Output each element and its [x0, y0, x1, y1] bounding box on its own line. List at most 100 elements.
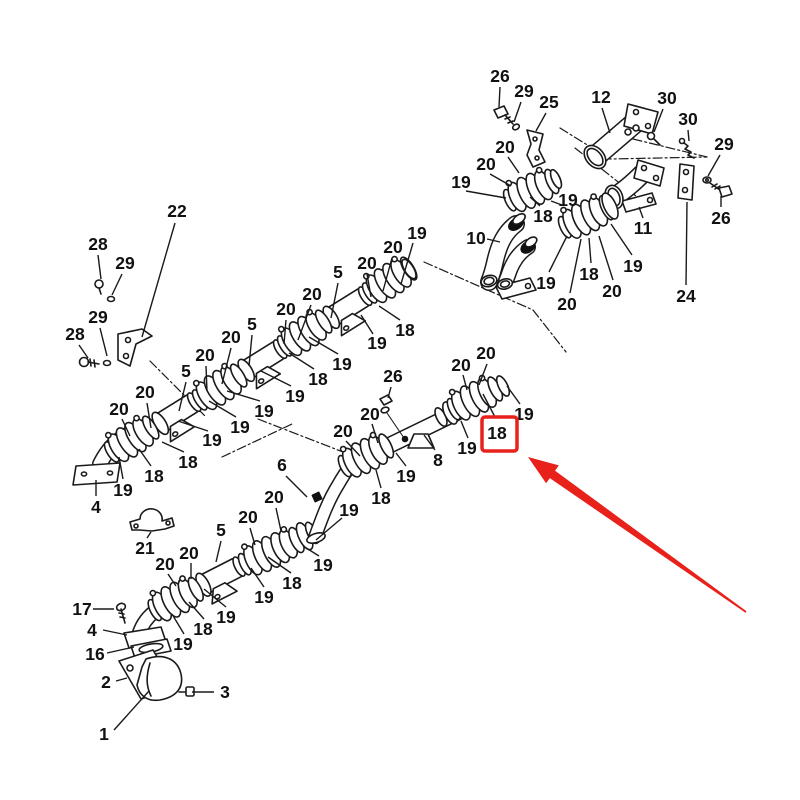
part-number-label: 29 — [115, 253, 135, 273]
leader-line — [302, 545, 320, 557]
part-number-label: 19 — [536, 273, 556, 293]
part-number-label: 20 — [357, 253, 377, 273]
part-number-label: 19 — [313, 555, 333, 575]
leader-line — [267, 556, 292, 574]
part-number-label: 4 — [91, 497, 101, 517]
leader-line — [288, 352, 315, 370]
part-number-label: 20 — [238, 507, 258, 527]
dash-dot-centerlines — [149, 127, 708, 458]
part-number-label: 5 — [181, 361, 191, 381]
leader-line — [115, 677, 128, 682]
leader-line — [102, 629, 128, 636]
part-number-label: 19 — [285, 386, 305, 406]
leader-line — [506, 385, 521, 405]
leader-line — [588, 237, 592, 264]
leader-line — [146, 402, 152, 429]
part-number-label: 18 — [371, 488, 391, 508]
part-number-label: 18 — [395, 320, 415, 340]
part-number-label: 26 — [490, 66, 510, 86]
part-number-label: 20 — [135, 382, 155, 402]
leader-line — [285, 475, 308, 498]
leader-line — [141, 222, 176, 338]
leader-line — [205, 365, 208, 392]
part-number-label: 19 — [254, 401, 274, 421]
leader-lines — [78, 86, 722, 731]
leader-line — [460, 420, 469, 439]
leader-line — [513, 101, 522, 123]
part-number-label: 16 — [85, 644, 105, 664]
part-number-label: 28 — [88, 234, 108, 254]
leader-line — [685, 201, 688, 286]
part-number-label: 19 — [173, 634, 193, 654]
red-annotation-layer — [480, 415, 747, 613]
leader-line — [250, 567, 265, 588]
leader-line — [330, 282, 339, 319]
part-number-label: 5 — [247, 314, 257, 334]
part-number-label: 12 — [591, 87, 611, 107]
part-number-label: 18 — [308, 369, 328, 389]
part-number-label: 19 — [202, 430, 222, 450]
part-number-label: 29 — [514, 81, 534, 101]
leader-line — [178, 381, 187, 412]
part-number-label: 20 — [360, 404, 380, 424]
leader-line — [215, 540, 222, 563]
leader-line — [598, 235, 614, 281]
part-number-label: 4 — [87, 620, 97, 640]
leader-line — [221, 347, 232, 385]
part-number-label: 18 — [533, 206, 553, 226]
part-number-label: 19 — [558, 190, 578, 210]
part-number-label: 19 — [451, 172, 471, 192]
leader-line — [423, 434, 436, 451]
part-number-label: 2 — [101, 672, 111, 692]
leader-line — [315, 517, 343, 541]
part-number-label: 19 — [216, 607, 236, 627]
part-number-label: 20 — [383, 237, 403, 257]
part-number-label: 21 — [135, 538, 155, 558]
leader-line — [297, 304, 312, 341]
part-number-label: 18 — [144, 466, 164, 486]
part-number-label: 20 — [476, 154, 496, 174]
part-number-label: 26 — [711, 208, 731, 228]
part-number-label: 18 — [282, 573, 302, 593]
leader-line — [78, 344, 89, 359]
part-number-label: 19 — [457, 438, 477, 458]
part-number-label: 19 — [230, 417, 250, 437]
leader-line — [465, 190, 507, 199]
leader-line — [226, 390, 261, 402]
leader-line — [249, 527, 256, 546]
leader-line — [203, 588, 227, 608]
part-number-label: 8 — [433, 450, 443, 470]
leader-line — [535, 112, 547, 132]
manifold-assembly-lower — [115, 513, 324, 702]
leader-line — [360, 314, 374, 335]
leader-line — [138, 448, 152, 467]
part-number-label: 20 — [333, 421, 353, 441]
leader-line — [462, 374, 468, 391]
part-number-label: 29 — [714, 134, 734, 154]
part-number-label: 20 — [451, 355, 471, 375]
leader-line — [687, 129, 690, 142]
leader-line — [371, 423, 379, 444]
part-number-label: 29 — [88, 307, 108, 327]
leader-line — [498, 86, 501, 108]
part-number-label: 19 — [407, 223, 427, 243]
part-number-label: 25 — [539, 92, 559, 112]
leader-line — [375, 469, 382, 489]
manifold-assembly-middle — [306, 369, 511, 544]
part-number-label: 18 — [193, 619, 213, 639]
leader-line — [118, 456, 124, 480]
part-number-label: 18 — [487, 423, 507, 443]
leader-line — [382, 257, 393, 292]
part-number-label: 19 — [514, 404, 534, 424]
leader-line — [529, 196, 541, 207]
part-number-label: 1 — [99, 724, 109, 744]
part-number-label: 26 — [383, 366, 403, 386]
leader-line — [550, 200, 563, 206]
brackets-and-bolts — [78, 279, 175, 532]
part-number-label: 20 — [602, 281, 622, 301]
part-number-label: 19 — [339, 500, 359, 520]
leader-line — [400, 242, 414, 285]
part-number-label: 17 — [72, 599, 91, 619]
part-number-label: 5 — [333, 262, 343, 282]
